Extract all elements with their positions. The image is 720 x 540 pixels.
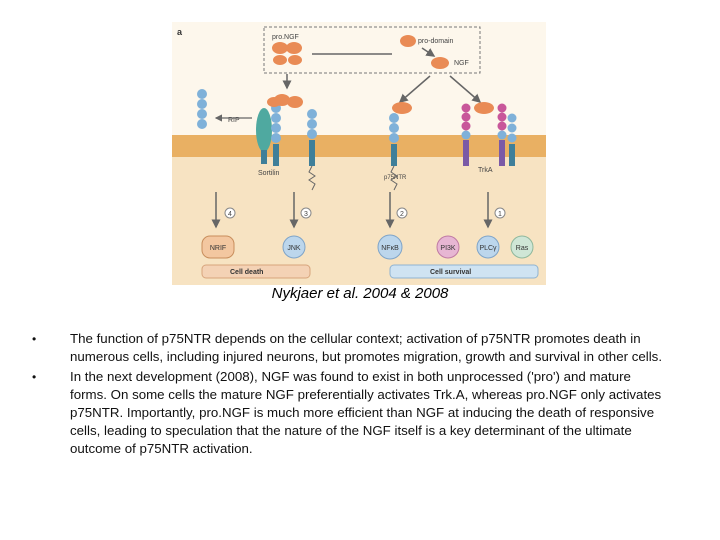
trkA-receptor: [461, 103, 517, 166]
sortilin-label: Sortilin: [258, 170, 280, 177]
svg-text:Cell death: Cell death: [230, 269, 263, 276]
svg-text:3: 3: [304, 211, 308, 218]
effector-NRIF: NRIF: [201, 235, 235, 259]
prodomain-label: pro-domain: [418, 38, 454, 45]
effector-Ras: Ras: [510, 235, 534, 259]
p75-label: p75NTR: [384, 175, 407, 181]
effector-PI3K: PI3K: [436, 235, 460, 259]
p75-receptor-second: [307, 109, 317, 191]
RIP-label: RIP: [228, 117, 240, 124]
bullet-list: • The function of p75NTR depends on the …: [30, 330, 670, 460]
svg-text:2: 2: [400, 211, 404, 218]
rip-fragment: [197, 89, 207, 129]
effector-PLCg: PLCγ: [476, 235, 500, 259]
NGF-label: NGF: [454, 60, 469, 67]
trkA-label: TrkA: [478, 167, 493, 174]
bullet-item: • The function of p75NTR depends on the …: [30, 330, 670, 366]
bullet-text: The function of p75NTR depends on the ce…: [70, 331, 663, 364]
NGF-on-p75: [392, 102, 412, 114]
svg-text:1: 1: [498, 211, 502, 218]
figure-caption: Nykjaer et al. 2004 & 2008: [271, 285, 449, 302]
effector-NFkB: NFκB: [377, 234, 403, 260]
panel-letter: a: [177, 27, 183, 37]
proNGF-label: pro.NGF: [272, 34, 299, 41]
bullet-item: • In the next development (2008), NGF wa…: [30, 368, 670, 458]
proNGF-ligand: [272, 42, 302, 65]
svg-text:4: 4: [228, 211, 232, 218]
NGF-ligand: [431, 57, 449, 69]
svg-text:PLCγ: PLCγ: [479, 245, 497, 252]
pathway-4: 4: [211, 192, 236, 229]
svg-text:NFκB: NFκB: [381, 245, 399, 252]
prodomain-ligand: [400, 35, 416, 47]
svg-text:Cell survival: Cell survival: [430, 269, 471, 276]
svg-text:PI3K: PI3K: [440, 245, 456, 252]
bullet-text: In the next development (2008), NGF was …: [70, 369, 662, 456]
signaling-figure: a pro.NGF pro-domain NGF RIP: [172, 22, 546, 285]
svg-text:Ras: Ras: [516, 245, 529, 252]
sortilin-receptor: [256, 108, 272, 164]
bullet-symbol: •: [32, 332, 37, 346]
arrow-NGF-right: [449, 75, 482, 103]
processing-box: [263, 26, 481, 74]
p75-receptor-center: [389, 113, 399, 191]
NGF-on-trkA: [474, 102, 494, 114]
p75-receptor-left: [271, 103, 281, 166]
cell-death-bar: Cell death: [201, 264, 311, 279]
pathway-3: 3: [289, 192, 312, 229]
arrow-NGF-left: [398, 75, 431, 103]
pathway-2: 2: [385, 192, 408, 229]
effector-JNK: JNK: [282, 235, 306, 259]
pathway-1: 1: [483, 192, 506, 229]
cell-membrane: [172, 135, 546, 157]
svg-text:JNK: JNK: [287, 245, 301, 252]
bullet-symbol: •: [32, 370, 37, 384]
svg-text:NRIF: NRIF: [210, 245, 226, 252]
cell-survival-bar: Cell survival: [389, 264, 539, 279]
proNGF-bound: [267, 94, 303, 108]
